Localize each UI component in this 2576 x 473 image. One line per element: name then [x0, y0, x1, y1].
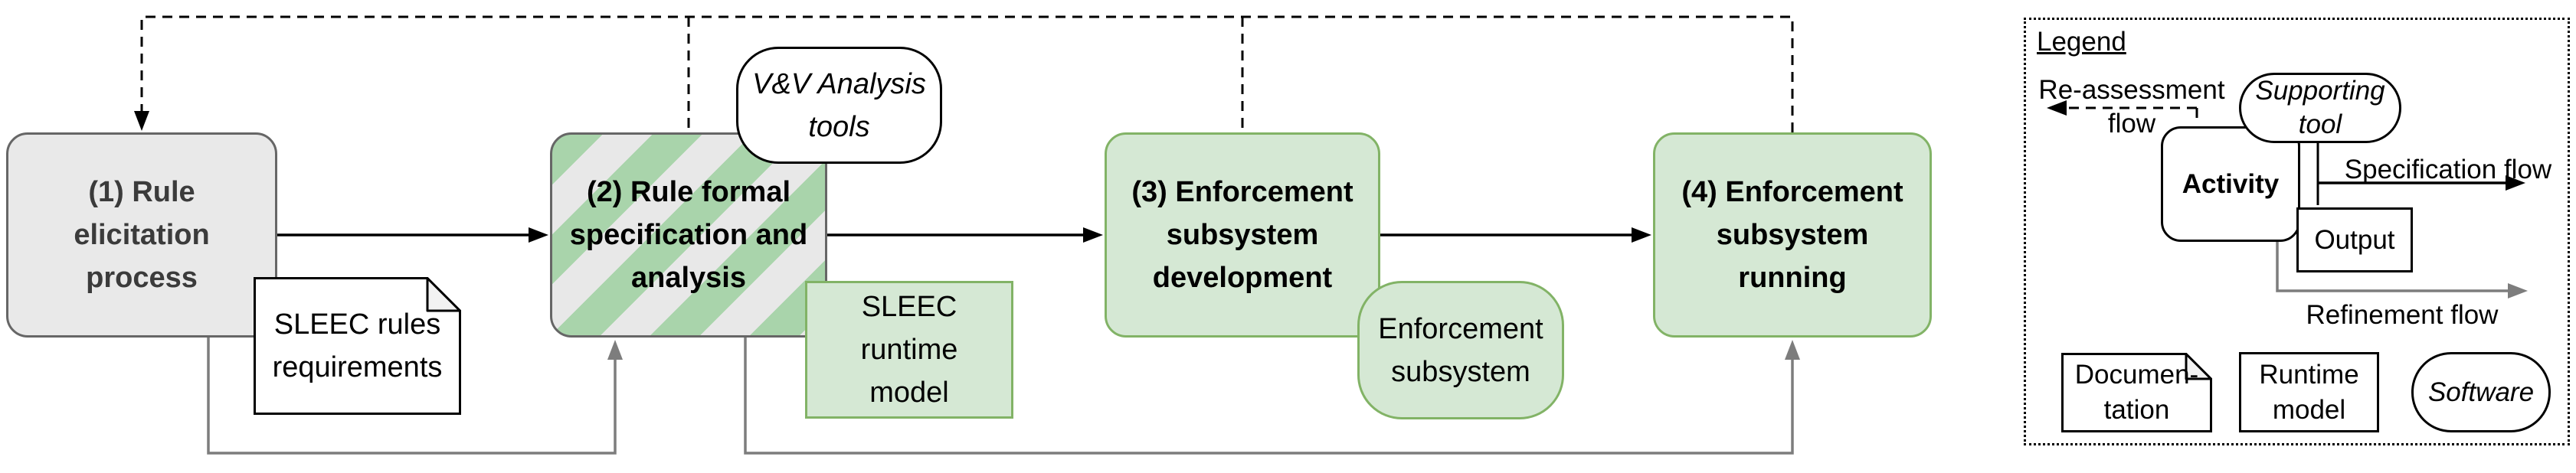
legend-software-label: Software: [2427, 377, 2535, 407]
legend-specification-flow-label: Specification flow: [2344, 155, 2552, 184]
legend-output-label: Output: [2314, 224, 2395, 255]
refinement-flow-2: [744, 338, 1794, 455]
stage-3-enforcement-development: (3) Enforcement subsystem development: [1105, 132, 1380, 338]
vv-analysis-tools-label: V&V Analysis tools: [752, 67, 926, 143]
legend-title: Legend: [2037, 27, 2126, 57]
reassessment-arrowhead: [134, 111, 149, 131]
flow-arrowhead-4: [1632, 227, 1651, 243]
legend-specification-arrowhead: [2506, 175, 2525, 191]
refinement-arrowhead-1: [607, 340, 623, 360]
legend-activity-label: Activity: [2182, 168, 2280, 199]
legend-documentation-shape: [2061, 353, 2212, 432]
stage-3-label: (3) Enforcement subsystem development: [1131, 176, 1353, 294]
legend-reassessment-arrow: [2059, 106, 2198, 123]
stage-2-rule-formal-specification: (2) Rule formal specification and analys…: [550, 132, 827, 338]
legend-documentation: Documen- tation: [2061, 353, 2212, 432]
document-sleec-rules-label: SLEEC rules requirements: [272, 308, 443, 383]
legend-supporting-tool-label: Supporting tool: [2255, 76, 2385, 139]
enforcement-subsystem-label: Enforcement subsystem: [1378, 312, 1543, 388]
software-vv-analysis-tools: V&V Analysis tools: [736, 47, 942, 164]
flow-arrowhead-2: [529, 227, 548, 243]
legend-documentation-label: Documen- tation: [2074, 360, 2199, 425]
runtime-model-sleec: SLEEC runtime model: [805, 281, 1013, 419]
legend-refinement-arrowhead: [2508, 283, 2528, 298]
stage-1-label: (1) Rule elicitation process: [74, 176, 210, 294]
legend-output-box: Output: [2296, 207, 2413, 272]
refinement-flow-1: [207, 338, 617, 455]
legend-refinement-arrow: [2276, 240, 2515, 292]
refinement-flow-connectors: [207, 338, 1794, 455]
legend-refinement-flow-label: Refinement flow: [2306, 300, 2499, 330]
sleec-runtime-model-label: SLEEC runtime model: [860, 291, 958, 409]
stage-2-label: (2) Rule formal specification and analys…: [569, 176, 808, 294]
flow-arrowhead-3: [1083, 227, 1103, 243]
legend-reassessment-arrowhead: [2047, 100, 2067, 116]
stage-4-enforcement-running: (4) Enforcement subsystem running: [1653, 132, 1932, 338]
legend-reassessment-flow-label: Re-assessment flow: [2038, 75, 2225, 139]
legend-supporting-tool: Supporting tool: [2239, 73, 2401, 143]
stage-4-label: (4) Enforcement subsystem running: [1681, 176, 1903, 294]
document-shape: [254, 277, 461, 415]
reassessment-flow-connector: [140, 15, 1794, 132]
document-sleec-rules-requirements: SLEEC rules requirements: [254, 277, 461, 415]
refinement-arrowhead-2: [1785, 340, 1800, 360]
legend-panel: Legend Re-assessment flow Activity Suppo…: [2024, 18, 2570, 445]
software-enforcement-subsystem: Enforcement subsystem: [1357, 281, 1564, 419]
legend-software-oval: Software: [2411, 352, 2551, 432]
legend-runtime-model-label: Runtime model: [2259, 359, 2359, 425]
stage-1-rule-elicitation: (1) Rule elicitation process: [6, 132, 277, 338]
legend-runtime-model-box: Runtime model: [2239, 352, 2379, 432]
legend-activity-box: Activity: [2161, 126, 2300, 242]
